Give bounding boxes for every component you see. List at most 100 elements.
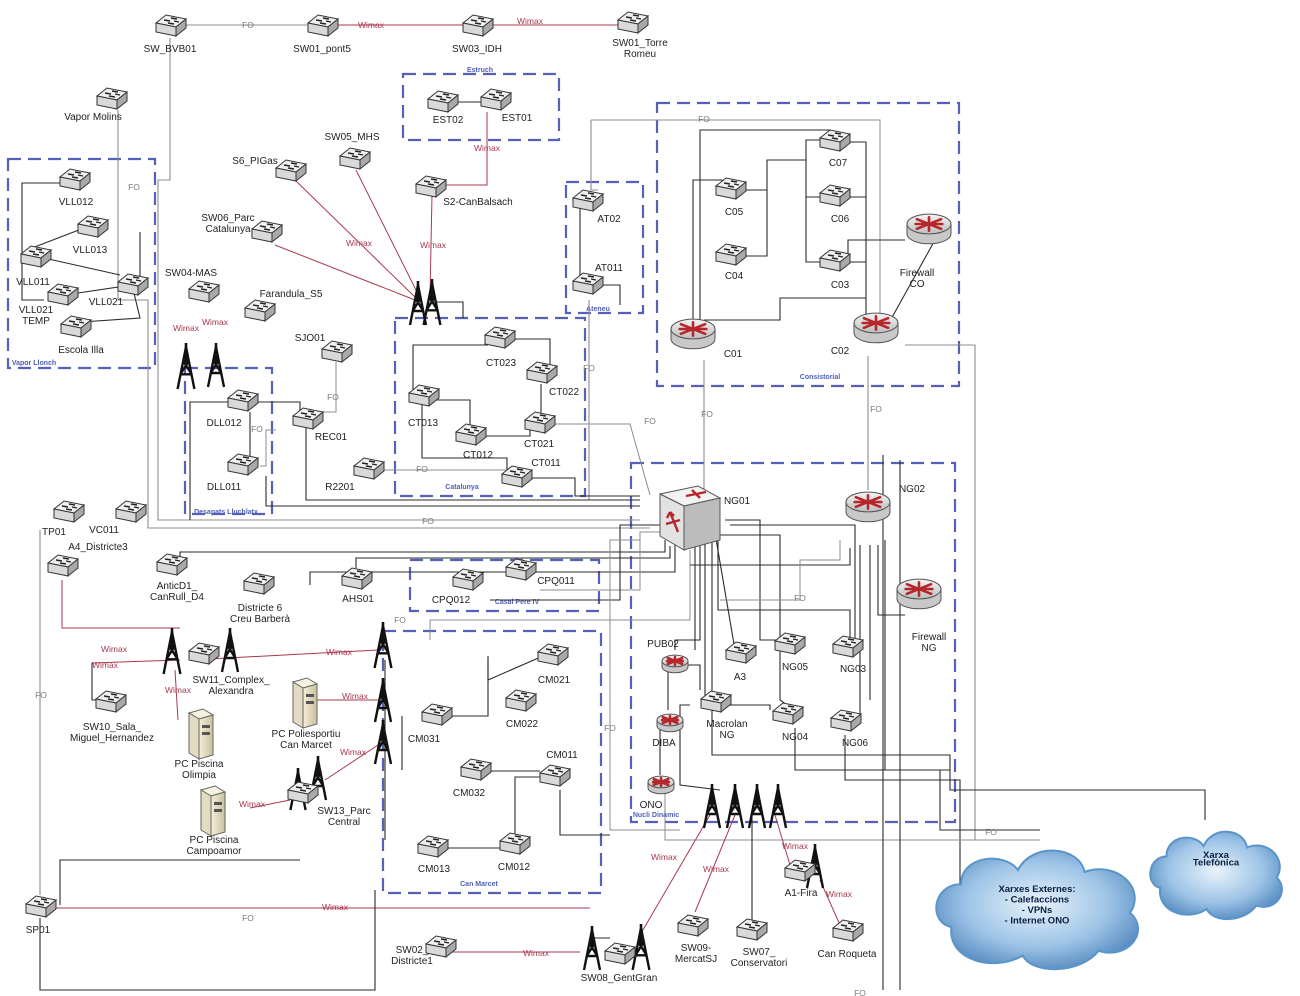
- device-label: CT012: [463, 450, 493, 461]
- g-consistorial-group: Consistorial: [655, 101, 961, 388]
- device-r2201: R2201: [325, 457, 386, 493]
- cloud-text-line: Xarxa: [1203, 850, 1230, 861]
- device-sw05-mhs: SW05_MHS: [324, 132, 380, 171]
- wimax-tower-icon: [162, 628, 182, 675]
- device-ng02: NG02: [845, 484, 925, 523]
- link-line: [699, 129, 831, 320]
- device-label: C06: [831, 214, 850, 225]
- g-estruch-title: Estruch: [467, 67, 493, 74]
- device-label: SW10_Sala_Miguel_Hernandez: [70, 722, 154, 744]
- link-line: [590, 120, 598, 191]
- wimax-link-label: Wimax: [326, 647, 353, 657]
- fo-link-label: FO: [985, 827, 997, 837]
- g-consistorial-title: Consistorial: [800, 374, 841, 381]
- fo-link-label: FO: [644, 416, 656, 426]
- fo-link-label: FO: [604, 723, 616, 733]
- device-canroqueta: Can Roqueta: [818, 919, 877, 960]
- device-label: SW01_pont5: [293, 44, 351, 55]
- device-label: SW_BVB01: [144, 44, 197, 55]
- device-sw10: SW10_Sala_Miguel_Hernandez: [70, 690, 154, 744]
- device-label: CT011: [531, 458, 561, 469]
- fo-link-label: FO: [242, 20, 254, 30]
- fo-link: [548, 423, 651, 496]
- wimax-tower-icon: [747, 784, 767, 829]
- device-label: SW04-MAS: [165, 268, 218, 279]
- fo-link: [609, 539, 680, 831]
- device-label: AT02: [597, 214, 621, 225]
- device-label: CT021: [524, 439, 554, 450]
- device-label: SW11_Complex_Alexandra: [192, 675, 270, 697]
- link-line: [717, 525, 851, 648]
- link-line: [490, 524, 660, 601]
- wimax-link: [189, 649, 379, 661]
- link-line: [487, 655, 544, 681]
- device-s6-pigas: S6_PIGas: [232, 156, 308, 183]
- link-line: [805, 197, 826, 263]
- device-label: AnticD1_CanRull_D4: [150, 581, 204, 603]
- device-c02: C02: [831, 312, 899, 357]
- fo-link: [591, 119, 881, 320]
- device-rec01: REC01: [291, 407, 348, 443]
- link-line: [559, 790, 610, 836]
- device-label: NG05: [782, 662, 809, 673]
- device-label: PUB02: [647, 639, 679, 650]
- device-label: NG03: [840, 664, 867, 675]
- device-label: A4_Districte3: [68, 542, 128, 553]
- device-a3: A3: [724, 641, 758, 683]
- link-line: [711, 528, 1206, 820]
- device-label: SW02_Districte1: [391, 945, 433, 967]
- wimax-link: [174, 669, 179, 721]
- link-line: [843, 141, 867, 320]
- fo-link-label: FO: [794, 593, 806, 603]
- g-nucli-group: Nucli Dinàmic: [629, 461, 957, 824]
- link-line: [412, 344, 488, 397]
- fo-link: [157, 38, 640, 521]
- device-sw01-pont5: SW01_pont5: [293, 14, 351, 55]
- device-sw08: SW08_GentGran: [581, 942, 657, 984]
- device-label: NG04: [782, 732, 809, 743]
- wimax-link-label: Wimax: [517, 16, 544, 26]
- link-line: [59, 859, 300, 905]
- fo-link-label: FO: [422, 516, 434, 526]
- fo-link: [314, 362, 337, 413]
- wimax-link-label: Wimax: [358, 20, 385, 30]
- device-label: EST02: [433, 115, 464, 126]
- fo-link: [540, 531, 660, 591]
- link-line: [189, 401, 232, 520]
- device-sw02: SW02_Districte1: [391, 935, 458, 967]
- device-label: CT023: [486, 358, 516, 369]
- device-cm022: CM022: [504, 689, 539, 730]
- fo-link: [905, 344, 1040, 841]
- device-vll012: VLL012: [59, 168, 94, 208]
- g-ateneu-title: Ateneu: [586, 306, 610, 313]
- device-at011: AT011: [571, 263, 623, 296]
- link-line: [720, 534, 788, 706]
- device-label: CM013: [418, 864, 451, 875]
- g-casal-group: Casal Pere IV: [408, 558, 601, 613]
- wimax-link-label: Wimax: [523, 948, 550, 958]
- device-ahs01: AHS01: [340, 567, 374, 605]
- link-line: [852, 545, 861, 721]
- device-anticd1: AnticD1_CanRull_D4: [150, 553, 204, 603]
- wimax-link-label: Wimax: [651, 852, 678, 862]
- wimax-link: [774, 814, 791, 866]
- link-line: [305, 428, 640, 501]
- device-label: REC01: [315, 432, 348, 443]
- external-clouds: Xarxes Externes:- Calefaccions- VPNs- In…: [935, 830, 1283, 971]
- link-line: [309, 540, 676, 585]
- g-desapats-group: Desapats Lluchlatx: [183, 366, 274, 516]
- device-label: CT013: [408, 418, 438, 429]
- wimax-link-label: Wimax: [239, 799, 266, 809]
- wimax-tower-icon: [408, 281, 428, 326]
- device-cpq012: CPQ012: [432, 568, 485, 606]
- wimax-tower-icon: [631, 924, 651, 971]
- wimax-link: [249, 799, 291, 809]
